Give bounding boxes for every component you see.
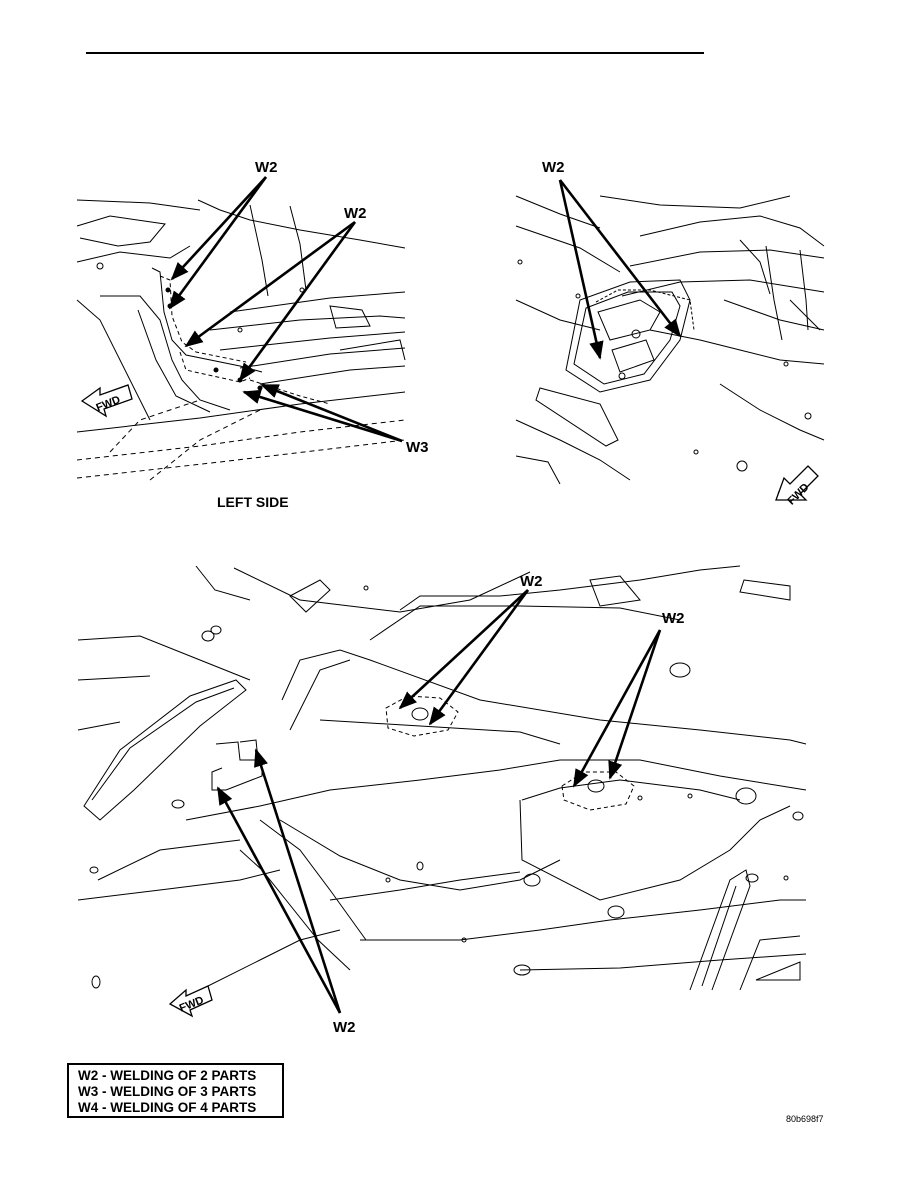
callout-w2: W2 (542, 159, 565, 176)
left-side-caption: LEFT SIDE (217, 494, 289, 510)
callout-w2: W2 (662, 610, 685, 627)
figure-rear-underbody (77, 565, 807, 1018)
header-rule (86, 52, 704, 54)
figure-right-side (515, 179, 825, 501)
callout-w3: W3 (406, 439, 429, 456)
legend-item-w4: W4 - WELDING OF 4 PARTS (78, 1100, 257, 1115)
figure-left-side (76, 176, 406, 481)
callout-w2: W2 (520, 573, 543, 590)
callout-w2: W2 (255, 159, 278, 176)
weld-legend: W2 - WELDING OF 2 PARTS W3 - WELDING OF … (67, 1063, 284, 1118)
callout-w2: W2 (344, 205, 367, 222)
figure-code: 80b698f7 (786, 1114, 824, 1124)
callout-w2: W2 (333, 1019, 356, 1036)
legend-item-w3: W3 - WELDING OF 3 PARTS (78, 1084, 257, 1099)
legend-item-w2: W2 - WELDING OF 2 PARTS (78, 1068, 257, 1083)
